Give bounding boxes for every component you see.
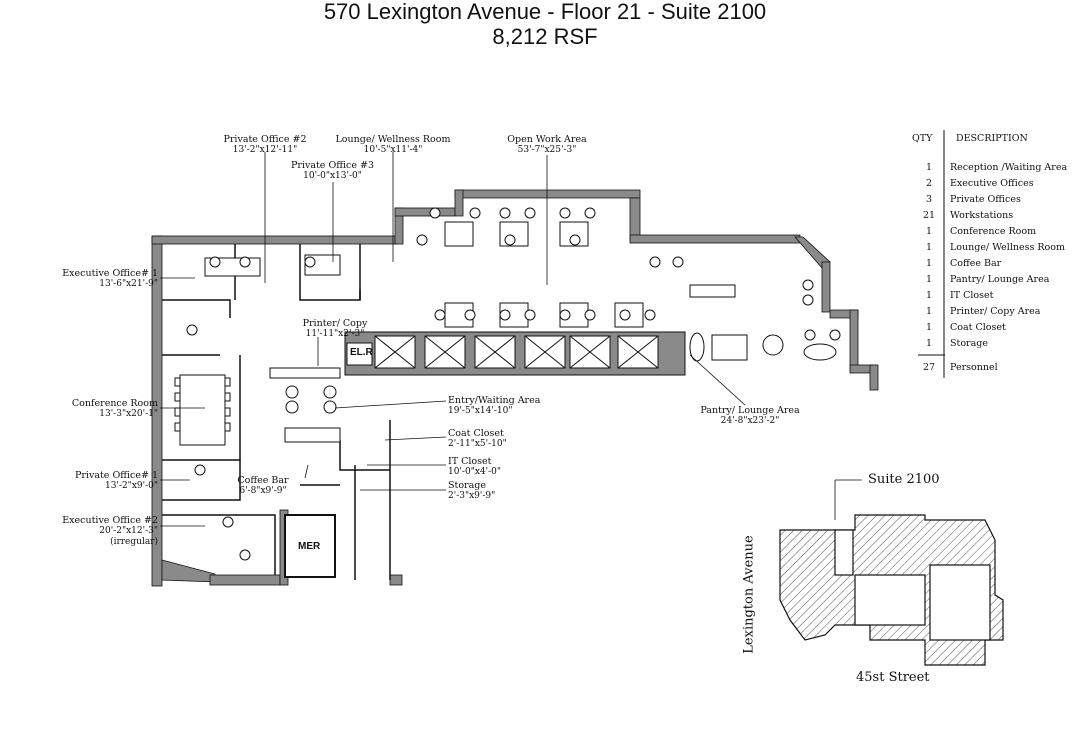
plan-area: 8,212 RSF (492, 24, 598, 49)
plan-title: 570 Lexington Avenue - Floor 21 - Suite … (323, 0, 767, 24)
legend-qty-0: 1 (925, 162, 933, 173)
key-plan-suite-label: Suite 2100 (868, 472, 940, 487)
label-open-work-area: Open Work Area 53'-7"x25'-3" (507, 134, 587, 155)
legend-qty-11: 1 (925, 338, 933, 349)
legend-qty-9: 1 (925, 306, 933, 317)
elevator-core (344, 331, 686, 376)
legend-desc-7: Pantry/ Lounge Area (950, 274, 1050, 285)
legend-desc-10: Coat Closet (950, 322, 1006, 333)
label-printer-copy: Printer/ Copy 11'-11"x2'-3" (302, 318, 368, 339)
legend-qty-4: 1 (925, 226, 933, 237)
key-plan-street-left: Lexington Avenue (741, 535, 757, 654)
legend-desc-5: Lounge/ Wellness Room (950, 242, 1065, 253)
legend-qty-5: 1 (925, 242, 933, 253)
mer-label: MER (298, 541, 321, 552)
pantry-furniture (689, 332, 837, 362)
label-private-office-1: Private Office# 1 13'-2"x9'-0" (74, 470, 158, 491)
label-private-office-3: Private Office #3 10'-0"x13'-0" (290, 160, 374, 181)
label-private-office-2: Private Office #2 13'-2"x12'-11" (223, 134, 307, 155)
mer-room (284, 514, 336, 578)
label-executive-office-1: Executive Office# 1 13'-6"x21'-9" (62, 268, 158, 289)
label-lounge-wellness: Lounge/ Wellness Room 10'-5"x11'-4" (335, 134, 451, 155)
legend-qty-2: 3 (925, 194, 933, 205)
legend-total-desc: Personnel (950, 362, 998, 373)
legend-qty-3: 21 (922, 210, 936, 221)
legend-desc-8: IT Closet (950, 290, 994, 301)
interior-walls (162, 244, 391, 580)
legend-desc-3: Workstations (950, 210, 1014, 221)
legend-qty-6: 1 (925, 258, 933, 269)
key-plan-street-bottom: 45st Street (856, 670, 930, 685)
legend-desc-0: Reception /Waiting Area (950, 162, 1068, 173)
elevator-room-label: EL.R (350, 347, 373, 358)
label-storage: Storage 2'-3"x9'-9" (448, 480, 496, 501)
label-it-closet: IT Closet 10'-0"x4'-0" (448, 456, 502, 477)
legend-desc-header: DESCRIPTION (956, 133, 1028, 144)
legend-desc-6: Coffee Bar (950, 258, 1002, 269)
label-coat-closet: Coat Closet 2'-11"x5'-10" (448, 428, 507, 449)
legend-desc-11: Storage (950, 338, 988, 349)
key-plan (779, 514, 1004, 666)
leader-lines (160, 152, 746, 527)
legend-desc-1: Executive Offices (950, 178, 1034, 189)
legend-qty-header: QTY (912, 133, 933, 144)
outer-walls (151, 189, 879, 587)
chairs (186, 207, 841, 561)
label-pantry-lounge: Pantry/ Lounge Area 24'-8"x23'-2" (700, 405, 800, 426)
label-executive-office-2: Executive Office #2 20'-2"x12'-3" (irreg… (62, 515, 158, 547)
legend-desc-4: Conference Room (950, 226, 1037, 237)
label-coffee-bar: Coffee Bar 6'-8"x9'-9" (237, 475, 289, 496)
label-entry-waiting: Entry/Waiting Area 19'-5"x14'-10" (448, 395, 541, 416)
legend-total-qty: 27 (922, 362, 936, 373)
label-conference-room: Conference Room 13'-3"x20'-1" (71, 398, 158, 419)
legend-qty-7: 1 (925, 274, 933, 285)
legend-qty-8: 1 (925, 290, 933, 301)
legend-desc-2: Private Offices (950, 194, 1021, 205)
legend-qty-10: 1 (925, 322, 933, 333)
legend-desc-9: Printer/ Copy Area (950, 306, 1041, 317)
legend-qty-1: 2 (925, 178, 933, 189)
